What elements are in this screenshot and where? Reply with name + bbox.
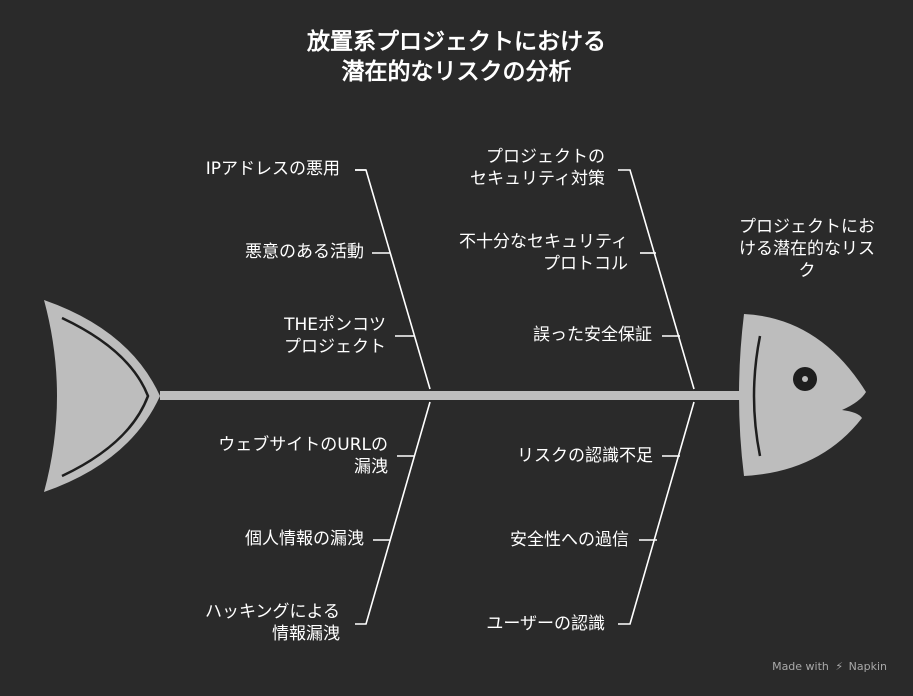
bone-lower-right bbox=[618, 401, 695, 625]
cause-ponkotsu-project: THEポンコツ プロジェクト bbox=[284, 314, 386, 358]
cause-text: リスクの認識不足 bbox=[517, 446, 653, 466]
cause-project-security: プロジェクトの セキュリティ対策 bbox=[470, 146, 605, 190]
cause-text: 漏洩 bbox=[354, 457, 388, 477]
fish-tail bbox=[44, 300, 160, 492]
made-with-napkin: Made with ⚡ Napkin bbox=[772, 660, 887, 673]
cause-text: 個人情報の漏洩 bbox=[245, 529, 364, 549]
cause-ip-address-misuse: IPアドレスの悪用 bbox=[206, 158, 340, 180]
effect-label-line-2: ける潜在的なリス bbox=[739, 239, 875, 259]
cause-hacking-leak: ハッキングによる 情報漏洩 bbox=[205, 601, 340, 645]
cause-text: プロトコル bbox=[543, 254, 628, 274]
cause-text: セキュリティ対策 bbox=[470, 169, 605, 189]
cause-text: ハッキングによる bbox=[205, 602, 340, 622]
cause-malicious-activity: 悪意のある活動 bbox=[245, 241, 364, 263]
fish-head bbox=[739, 314, 866, 476]
cause-false-assurance: 誤った安全保証 bbox=[533, 324, 652, 346]
title-line-2: 潜在的なリスクの分析 bbox=[341, 59, 572, 85]
cause-url-leak: ウェブサイトのURLの 漏洩 bbox=[218, 434, 388, 478]
cause-text: ユーザーの認識 bbox=[486, 614, 605, 634]
bone-lower-left bbox=[355, 401, 431, 625]
bone-upper-right bbox=[618, 169, 695, 390]
cause-text: プロジェクト bbox=[284, 337, 386, 357]
diagram-title-line-2: 潜在的なリスクの分析 bbox=[0, 57, 913, 87]
fish-gill bbox=[752, 335, 762, 457]
cause-text: 情報漏洩 bbox=[272, 624, 340, 644]
cause-text: 誤った安全保証 bbox=[533, 325, 652, 345]
cause-text: 不十分なセキュリティ bbox=[459, 232, 628, 252]
made-with-text: Made with bbox=[772, 660, 829, 673]
napkin-brand-text: Napkin bbox=[848, 660, 887, 673]
effect-label-line-3: ク bbox=[798, 261, 816, 281]
cause-user-awareness: ユーザーの認識 bbox=[486, 613, 605, 635]
cause-text: IPアドレスの悪用 bbox=[205, 159, 340, 179]
effect-label-line-1: プロジェクトにお bbox=[739, 217, 875, 237]
cause-text: 悪意のある活動 bbox=[245, 242, 364, 262]
cause-personal-info-leak: 個人情報の漏洩 bbox=[245, 528, 364, 550]
cause-text: プロジェクトの bbox=[486, 147, 605, 167]
cause-text: ウェブサイトのURLの bbox=[218, 435, 388, 455]
cause-insufficient-protocol: 不十分なセキュリティ プロトコル bbox=[459, 231, 628, 275]
diagram-title: 放置系プロジェクトにおける bbox=[0, 27, 913, 57]
cause-overconfidence: 安全性への過信 bbox=[510, 529, 629, 551]
cause-lack-of-awareness: リスクの認識不足 bbox=[517, 445, 653, 467]
effect-label: プロジェクトにお ける潜在的なリス ク bbox=[722, 216, 892, 282]
cause-text: THEポンコツ bbox=[284, 315, 386, 335]
cause-text: 安全性への過信 bbox=[510, 530, 629, 550]
title-line-1: 放置系プロジェクトにおける bbox=[307, 29, 606, 55]
fish-eye-pupil bbox=[802, 376, 808, 382]
napkin-logo-icon: ⚡ bbox=[835, 660, 844, 673]
fish-tail-curve bbox=[61, 316, 150, 478]
fish-spine bbox=[160, 391, 744, 400]
